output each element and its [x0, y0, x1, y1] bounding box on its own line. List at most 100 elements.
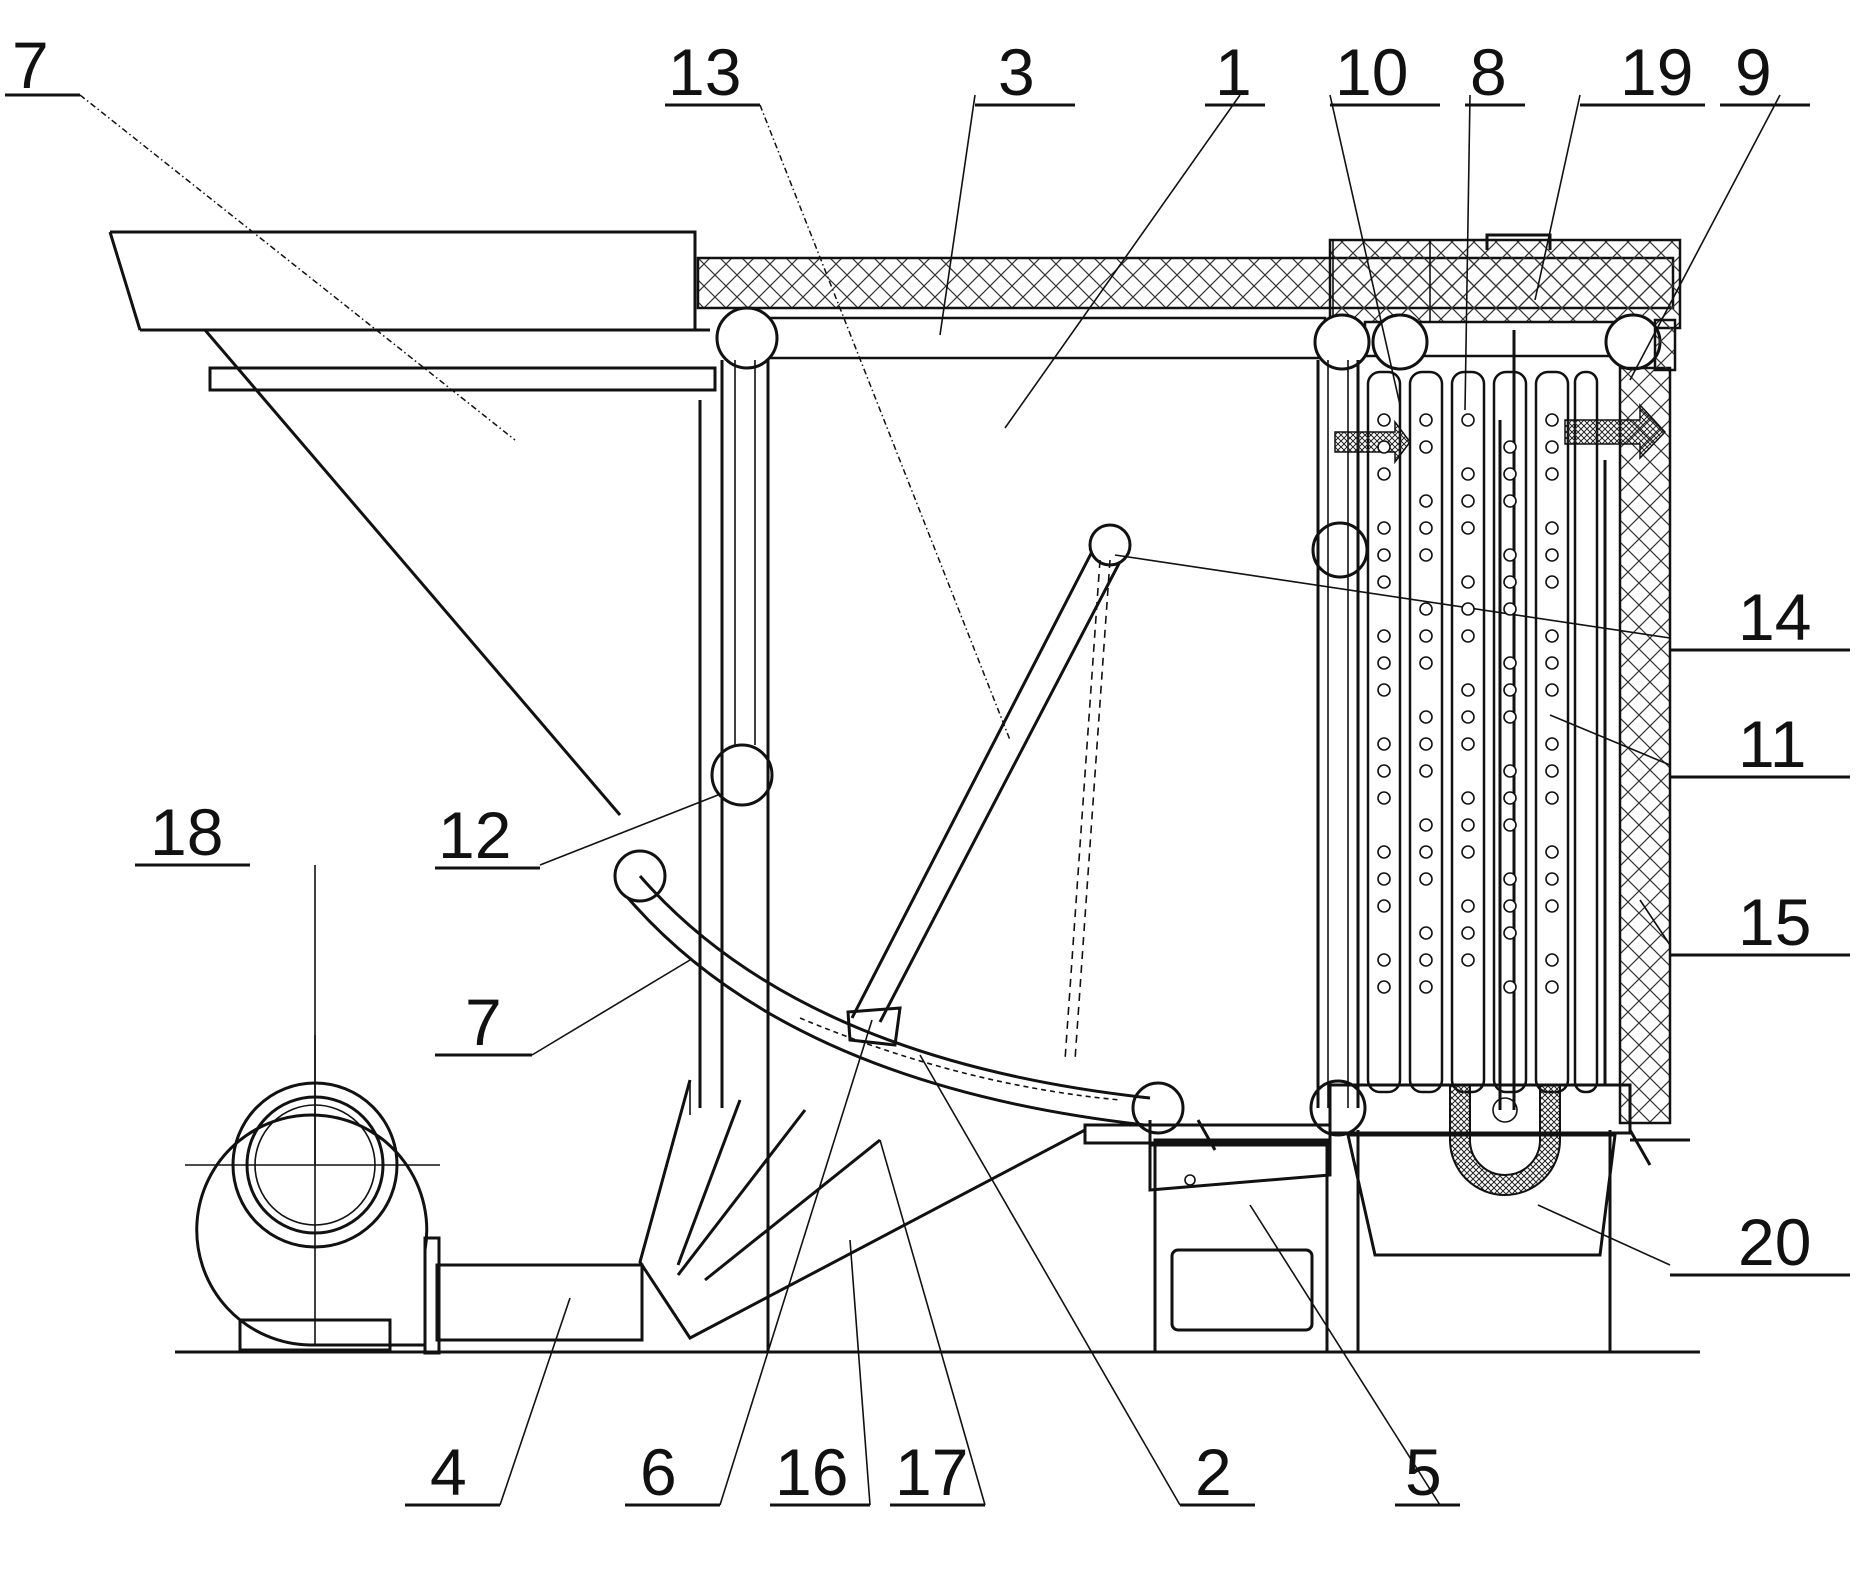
tube-hole — [1545, 656, 1559, 670]
tube-hole — [1419, 845, 1433, 859]
tube-hole — [1503, 548, 1517, 562]
air-plenum — [638, 1079, 1086, 1340]
convective-section — [1316, 318, 1677, 1125]
tube-hole — [1377, 683, 1391, 697]
tube-hole — [1377, 467, 1391, 481]
part-labels: 7 13 3 1 10 8 19 9 14 11 15 20 18 12 7 4… — [12, 28, 1811, 1509]
label-14: 14 — [1738, 580, 1811, 654]
label-18: 18 — [150, 795, 223, 869]
label-1: 1 — [1215, 35, 1252, 109]
tube-hole — [1545, 737, 1559, 751]
gas-flow-arrow — [1334, 403, 1667, 465]
tube-hole — [1461, 602, 1475, 616]
tube-hole — [1503, 926, 1517, 940]
tube-hole — [1419, 494, 1433, 508]
drum-bottom-right — [1309, 1079, 1367, 1137]
tube-hole — [1545, 548, 1559, 562]
tube-hole — [1461, 953, 1475, 967]
tube-holes — [1377, 413, 1559, 994]
tube-hole — [1545, 521, 1559, 535]
tube-hole — [1503, 440, 1517, 454]
tube-hole — [1377, 629, 1391, 643]
tube-hole — [1419, 980, 1433, 994]
tube-hole — [1377, 548, 1391, 562]
tube-hole — [1545, 953, 1559, 967]
label-17: 17 — [895, 1435, 968, 1509]
tube-hole — [1461, 899, 1475, 913]
tube-hole — [1377, 791, 1391, 805]
tube-hole — [1419, 413, 1433, 427]
tube-hole — [1377, 872, 1391, 886]
label-7-lower: 7 — [465, 985, 502, 1059]
left-downcomer — [698, 360, 770, 1352]
label-10: 10 — [1335, 35, 1408, 109]
lower-ash-hopper — [1328, 1083, 1690, 1352]
air-duct — [423, 1236, 644, 1355]
drum-top-right — [1604, 313, 1662, 371]
tube-hole — [1503, 656, 1517, 670]
tube-hole — [1419, 818, 1433, 832]
label-11: 11 — [1738, 707, 1807, 781]
label-20: 20 — [1738, 1205, 1811, 1279]
tube-hole — [1377, 737, 1391, 751]
tube-hole — [1377, 413, 1391, 427]
label-12: 12 — [438, 798, 511, 872]
tube-hole — [1419, 764, 1433, 778]
tube-hole — [1377, 764, 1391, 778]
label-3: 3 — [998, 35, 1035, 109]
drum-grate-end — [1131, 1081, 1185, 1135]
tube-hole — [1461, 737, 1475, 751]
tube-hole — [1461, 926, 1475, 940]
label-4: 4 — [430, 1435, 467, 1509]
tube-hole — [1461, 683, 1475, 697]
label-8: 8 — [1470, 35, 1507, 109]
tube-hole — [1419, 602, 1433, 616]
upper-header — [748, 316, 1627, 360]
tube-hole — [1545, 440, 1559, 454]
drum-top-mid — [1313, 313, 1371, 371]
label-2: 2 — [1195, 1435, 1232, 1509]
drum-left-mid — [710, 743, 774, 807]
leader-lines — [79, 94, 1781, 1506]
tube-hole — [1545, 899, 1559, 913]
tube-hole — [1545, 764, 1559, 778]
tube-hole — [1503, 602, 1517, 616]
tube-hole — [1545, 629, 1559, 643]
tube-hole — [1461, 818, 1475, 832]
tube-hole — [1377, 980, 1391, 994]
tube-hole — [1419, 440, 1433, 454]
label-15: 15 — [1738, 885, 1811, 959]
tube-hole — [1461, 575, 1475, 589]
tube-hole — [1377, 656, 1391, 670]
label-6: 6 — [640, 1435, 677, 1509]
label-19: 19 — [1620, 35, 1693, 109]
tube-hole — [1377, 899, 1391, 913]
curved-grate — [626, 875, 1151, 1127]
tube-hole — [1377, 440, 1391, 454]
tube-hole — [1545, 683, 1559, 697]
ash-box — [1083, 1119, 1332, 1354]
tube-hole — [1461, 494, 1475, 508]
tube-hole — [1503, 818, 1517, 832]
tube-hole — [1419, 926, 1433, 940]
tube-hole — [1419, 656, 1433, 670]
tube-hole — [1419, 629, 1433, 643]
tube-hole — [1545, 980, 1559, 994]
tube-hole — [1503, 467, 1517, 481]
label-7-top: 7 — [12, 28, 49, 102]
u-bend — [1449, 1084, 1561, 1196]
tube-hole — [1419, 710, 1433, 724]
tube-hole — [1461, 467, 1475, 481]
inclined-support — [846, 523, 1132, 1047]
drum-top-left — [715, 306, 779, 370]
tube-hole — [1503, 710, 1517, 724]
label-5: 5 — [1405, 1435, 1442, 1509]
label-9: 9 — [1735, 35, 1772, 109]
tube-hole — [1377, 575, 1391, 589]
label-16: 16 — [775, 1435, 848, 1509]
tube-hole — [1377, 845, 1391, 859]
tube-hole — [1545, 413, 1559, 427]
tube-hole — [1461, 791, 1475, 805]
